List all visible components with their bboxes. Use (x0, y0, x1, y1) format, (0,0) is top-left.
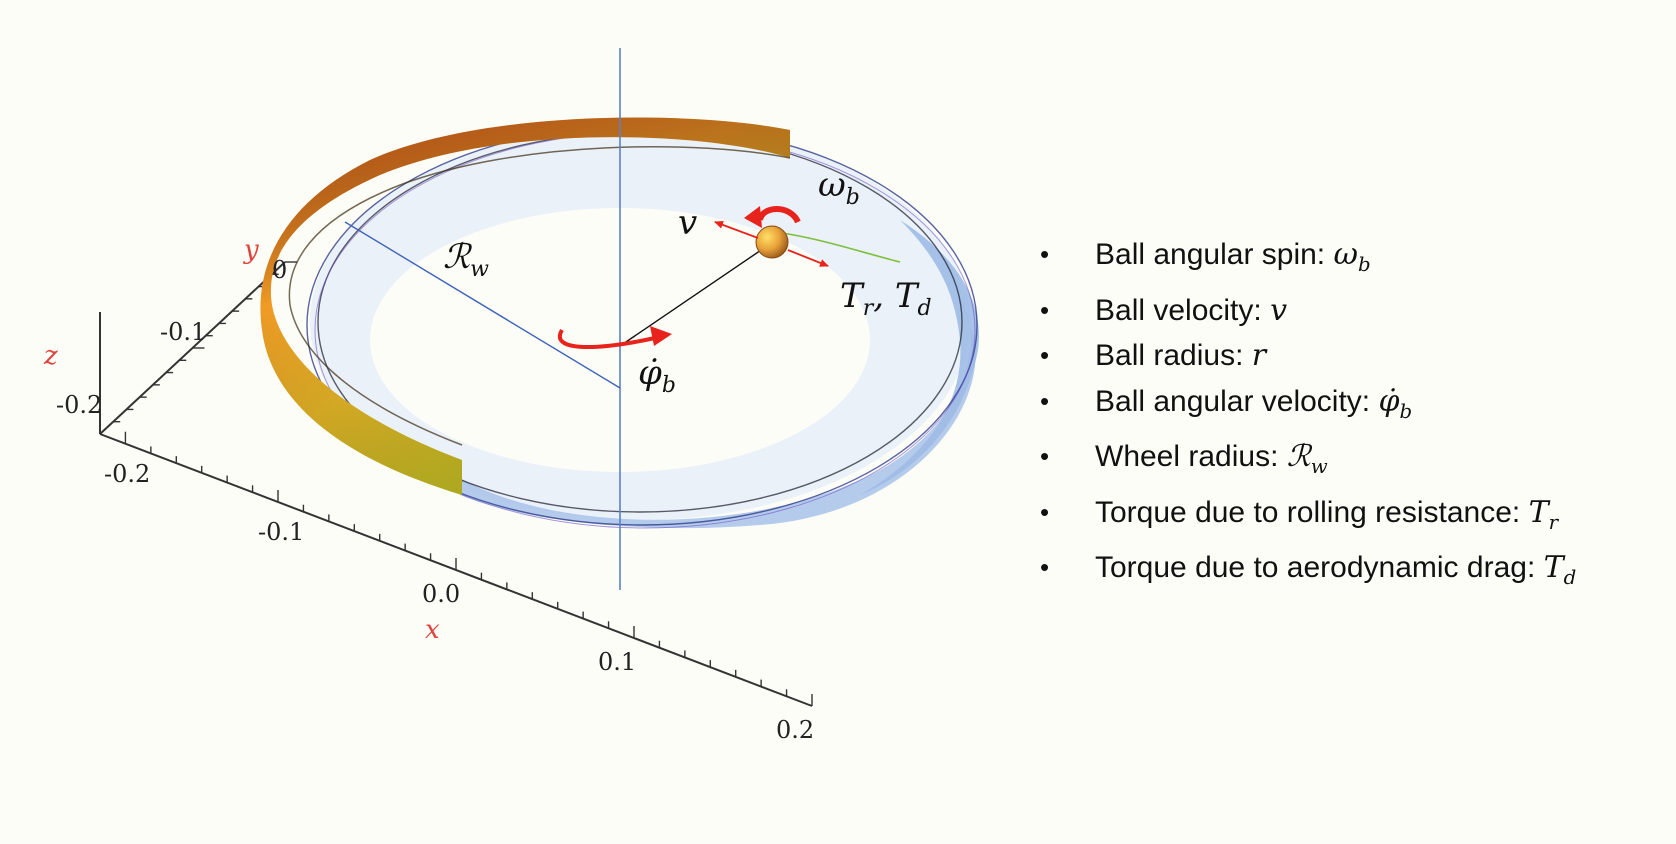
y-tick-0: 0 (272, 256, 287, 284)
y-tick-labels: 0 -0.1 -0.2 (56, 256, 287, 419)
legend-item-text: Ball angular velocity: (1095, 384, 1379, 418)
x-tick-label: 0.1 (598, 648, 636, 676)
x-axis-ticks (124, 431, 813, 706)
ball (755, 225, 789, 259)
legend-item-symbol: T (1543, 550, 1564, 585)
spin-arrow-head (744, 206, 762, 228)
plot-axes (99, 261, 813, 707)
y-tick-neg-0-2: -0.2 (56, 391, 102, 419)
legend-item: Torque due to aerodynamic drag: Td (1040, 545, 1576, 601)
legend-item-text: Ball angular spin: (1095, 238, 1334, 271)
x-tick-label: -0.1 (258, 518, 304, 546)
x-tick-label: -0.2 (104, 460, 150, 488)
legend-item-symbol: ω (1333, 237, 1358, 272)
wheel-radius-label: ℛw (443, 237, 489, 282)
legend-item-subscript: w (1310, 455, 1328, 478)
omega-label: ωb (818, 165, 860, 210)
torque-arrow (787, 249, 829, 267)
legend-item-text: Torque due to rolling resistance: (1095, 495, 1529, 529)
ball-radius-line (619, 243, 771, 347)
velocity-label: v (678, 203, 697, 243)
phi-dot-label: φ̇b (638, 353, 676, 398)
wheel-blue-band-right (860, 220, 980, 495)
x-axis-label: x (425, 615, 440, 645)
wheel-colored-band (260, 117, 791, 495)
x-tick-label: 0.2 (776, 716, 814, 744)
wheel-blue-band (460, 300, 976, 529)
legend-item: Ball angular velocity: φ̇b (1040, 379, 1576, 435)
legend-item-text: Wheel radius: (1095, 440, 1287, 473)
wheel-warm-band-edge (288, 146, 791, 446)
y-axis-ticks (113, 261, 297, 423)
legend-item-text: Torque due to aerodynamic drag: (1095, 551, 1544, 584)
legend-item-symbol: φ̇ (1378, 383, 1400, 419)
legend-item: Wheel radius: ℛw (1040, 434, 1576, 490)
y-axis-label: y (243, 235, 259, 265)
spin-arrow (757, 206, 801, 224)
legend-item-subscript: b (1357, 253, 1371, 276)
z-axis-label: z (43, 341, 58, 371)
legend-item-symbol: v (1270, 292, 1288, 328)
legend-item-subscript: r (1548, 510, 1559, 534)
wheel-radius-line (344, 221, 621, 389)
variable-legend: Ball angular spin: ωbBall velocity: vBal… (1040, 232, 1576, 601)
legend-item-text: Ball velocity: (1095, 293, 1271, 327)
wheel-rotation-arrow-head (650, 326, 672, 346)
y-tick-neg-0-1: -0.1 (160, 318, 206, 346)
legend-item: Torque due to rolling resistance: Tr (1040, 490, 1576, 546)
legend-item: Ball angular spin: ωb (1040, 232, 1576, 288)
legend-item-text: Ball radius: (1095, 339, 1252, 372)
legend-item-symbol: r (1251, 338, 1267, 373)
x-tick-label: 0.0 (422, 580, 460, 608)
torque-label: Tr, Td (840, 276, 932, 321)
wheel-rotation-arrow (558, 328, 656, 350)
velocity-arrow (714, 221, 759, 239)
x-tick-labels: -0.2 -0.1 0.0 0.1 0.2 (104, 460, 814, 744)
legend-item: Ball velocity: v (1040, 288, 1576, 334)
legend-item-symbol: ℛ (1286, 439, 1311, 474)
legend-item-subscript: d (1563, 566, 1577, 589)
legend-item: Ball radius: r (1040, 333, 1576, 379)
ball-trajectory (774, 231, 901, 263)
legend-item-symbol: T (1528, 494, 1549, 530)
legend-item-subscript: b (1399, 399, 1413, 423)
